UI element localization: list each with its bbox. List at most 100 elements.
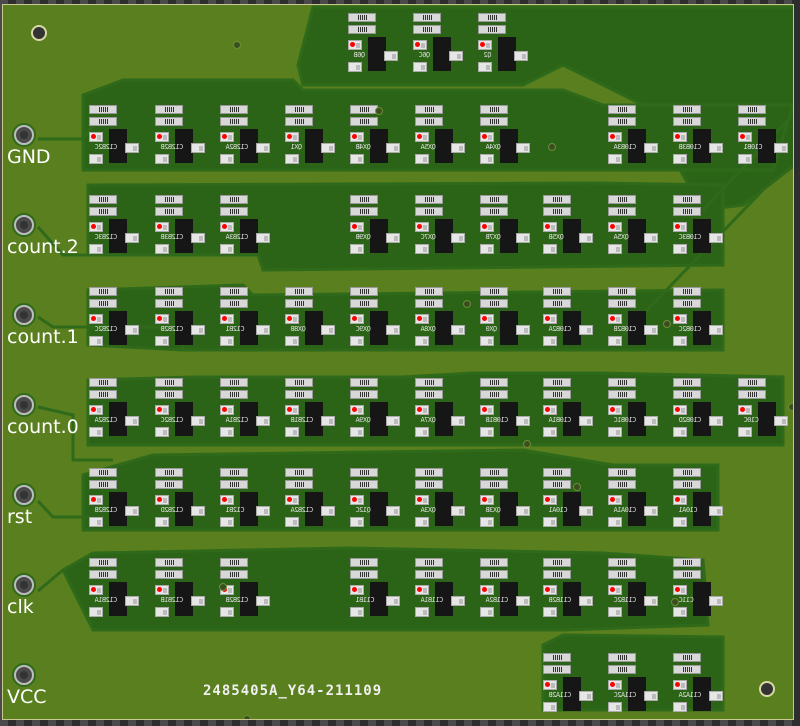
- smd-pad: [89, 244, 103, 254]
- transistor-cell[interactable]: Q6B: [348, 13, 408, 75]
- transistor-cell[interactable]: C12B2A: [220, 105, 280, 167]
- transistor-cell[interactable]: C10B1B: [480, 378, 540, 440]
- transistor-cell[interactable]: C12B2C: [89, 105, 149, 167]
- transistor-cell[interactable]: C11B2B: [543, 558, 603, 620]
- transistor-cell[interactable]: C11B1A: [415, 558, 475, 620]
- sot23-body: [370, 582, 388, 616]
- smd-pad: [350, 132, 364, 142]
- pin1-marker-icon: [675, 224, 680, 229]
- transistor-cell[interactable]: C10B2D: [673, 378, 733, 440]
- transistor-cell[interactable]: C12B2B: [155, 105, 215, 167]
- pin1-marker-icon: [482, 497, 487, 502]
- transistor-cell[interactable]: QX3A: [415, 468, 475, 530]
- transistor-cell[interactable]: C12B2A: [285, 468, 345, 530]
- transistor-cell[interactable]: QX9C: [350, 287, 410, 349]
- transistor-cell[interactable]: C12B1A: [220, 378, 280, 440]
- sot23-body: [563, 582, 581, 616]
- transistor-cell[interactable]: C10B1C: [608, 378, 668, 440]
- transistor-cell[interactable]: C12B2D: [155, 468, 215, 530]
- transistor-cell[interactable]: C10A1: [673, 468, 733, 530]
- transistor-cell[interactable]: QX7A: [415, 378, 475, 440]
- via: [219, 583, 227, 591]
- transistor-cell[interactable]: C12B2C: [89, 287, 149, 349]
- pin1-marker-icon: [157, 224, 162, 229]
- transistor-cell[interactable]: C12B2B: [155, 287, 215, 349]
- transistor-cell[interactable]: QX5B: [543, 195, 603, 257]
- transistor-cell[interactable]: C10A1: [543, 468, 603, 530]
- transistor-cell[interactable]: C11A2C: [608, 653, 668, 715]
- transistor-cell[interactable]: C12B3A: [220, 195, 280, 257]
- transistor-cell[interactable]: C10B2A: [543, 287, 603, 349]
- transistor-cell[interactable]: C12B2C: [155, 378, 215, 440]
- transistor-cell[interactable]: C11A2B: [543, 653, 603, 715]
- transistor-cell[interactable]: C11C: [673, 558, 733, 620]
- smd-pad: [543, 244, 557, 254]
- transistor-cell[interactable]: Q2: [478, 13, 538, 75]
- transistor-cell[interactable]: C12B1B: [155, 558, 215, 620]
- transistor-cell[interactable]: C12B1B: [285, 378, 345, 440]
- transistor-cell[interactable]: C12B2B: [89, 468, 149, 530]
- transistor-cell[interactable]: QX8A: [415, 287, 475, 349]
- transistor-cell[interactable]: QX0: [480, 287, 540, 349]
- transistor-cell[interactable]: C10A1A: [608, 468, 668, 530]
- smd-pad: [191, 416, 205, 426]
- smd-pad: [220, 405, 234, 415]
- transistor-cell[interactable]: C10B3C: [673, 195, 733, 257]
- smd-pad: [415, 222, 429, 232]
- connector-pad-6[interactable]: [14, 665, 34, 685]
- transistor-cell[interactable]: C10B3A: [608, 105, 668, 167]
- connector-pad-4[interactable]: [14, 485, 34, 505]
- transistor-cell[interactable]: C11A2A: [673, 653, 733, 715]
- ref-designator: QX5B: [549, 233, 564, 241]
- transistor-cell[interactable]: C10B2B: [608, 287, 668, 349]
- resistor: [543, 207, 571, 216]
- transistor-cell[interactable]: C10B3B: [673, 105, 733, 167]
- transistor-cell[interactable]: C10B1A: [543, 378, 603, 440]
- transistor-cell[interactable]: C10B1: [738, 105, 793, 167]
- transistor-cell[interactable]: C12B2A: [89, 378, 149, 440]
- ref-designator: Q6B: [354, 51, 366, 59]
- connector-pad-0[interactable]: [14, 125, 34, 145]
- resistor: [220, 570, 248, 579]
- transistor-cell[interactable]: QX5A: [608, 195, 668, 257]
- transistor-cell[interactable]: Q6C: [413, 13, 473, 75]
- transistor-cell[interactable]: QX5A: [415, 105, 475, 167]
- transistor-cell[interactable]: QX1: [285, 105, 345, 167]
- resistor: [673, 378, 701, 387]
- transistor-cell[interactable]: C12B2B: [220, 558, 280, 620]
- transistor-cell[interactable]: QX4A: [480, 105, 540, 167]
- connector-pad-5[interactable]: [14, 575, 34, 595]
- transistor-cell[interactable]: C10B2C: [673, 287, 733, 349]
- transistor-cell[interactable]: C11B2C: [608, 558, 668, 620]
- resistor: [89, 570, 117, 579]
- transistor-cell[interactable]: C12B1A: [89, 558, 149, 620]
- transistor-cell[interactable]: QX3B: [480, 468, 540, 530]
- transistor-cell[interactable]: C10C: [738, 378, 793, 440]
- transistor-cell[interactable]: QX9B: [350, 195, 410, 257]
- transistor-cell[interactable]: C12B1: [220, 468, 280, 530]
- transistor-cell[interactable]: QX9A: [350, 378, 410, 440]
- transistor-cell[interactable]: C11B2A: [480, 558, 540, 620]
- transistor-cell[interactable]: C12B3B: [155, 195, 215, 257]
- connector-pad-2[interactable]: [14, 305, 34, 325]
- sot23-body: [563, 311, 581, 345]
- transistor-cell[interactable]: QX4B: [350, 105, 410, 167]
- ref-designator: C12B1B: [291, 416, 314, 424]
- transistor-cell[interactable]: C11B1: [350, 558, 410, 620]
- transistor-cell[interactable]: QX7C: [415, 195, 475, 257]
- transistor-cell[interactable]: QX8B: [285, 287, 345, 349]
- smd-pad: [608, 314, 622, 324]
- smd-pad: [449, 51, 463, 61]
- ref-designator: QX3B: [486, 506, 501, 514]
- connector-pad-1[interactable]: [14, 215, 34, 235]
- sot23-body: [563, 219, 581, 253]
- transistor-cell[interactable]: QX7B: [480, 195, 540, 257]
- transistor-cell[interactable]: Q12C: [350, 468, 410, 530]
- resistor: [480, 117, 508, 126]
- transistor-cell[interactable]: C12B3C: [89, 195, 149, 257]
- smd-pad: [480, 336, 494, 346]
- smd-pad: [89, 405, 103, 415]
- resistor: [155, 480, 183, 489]
- connector-pad-3[interactable]: [14, 395, 34, 415]
- transistor-cell[interactable]: C12B1: [220, 287, 280, 349]
